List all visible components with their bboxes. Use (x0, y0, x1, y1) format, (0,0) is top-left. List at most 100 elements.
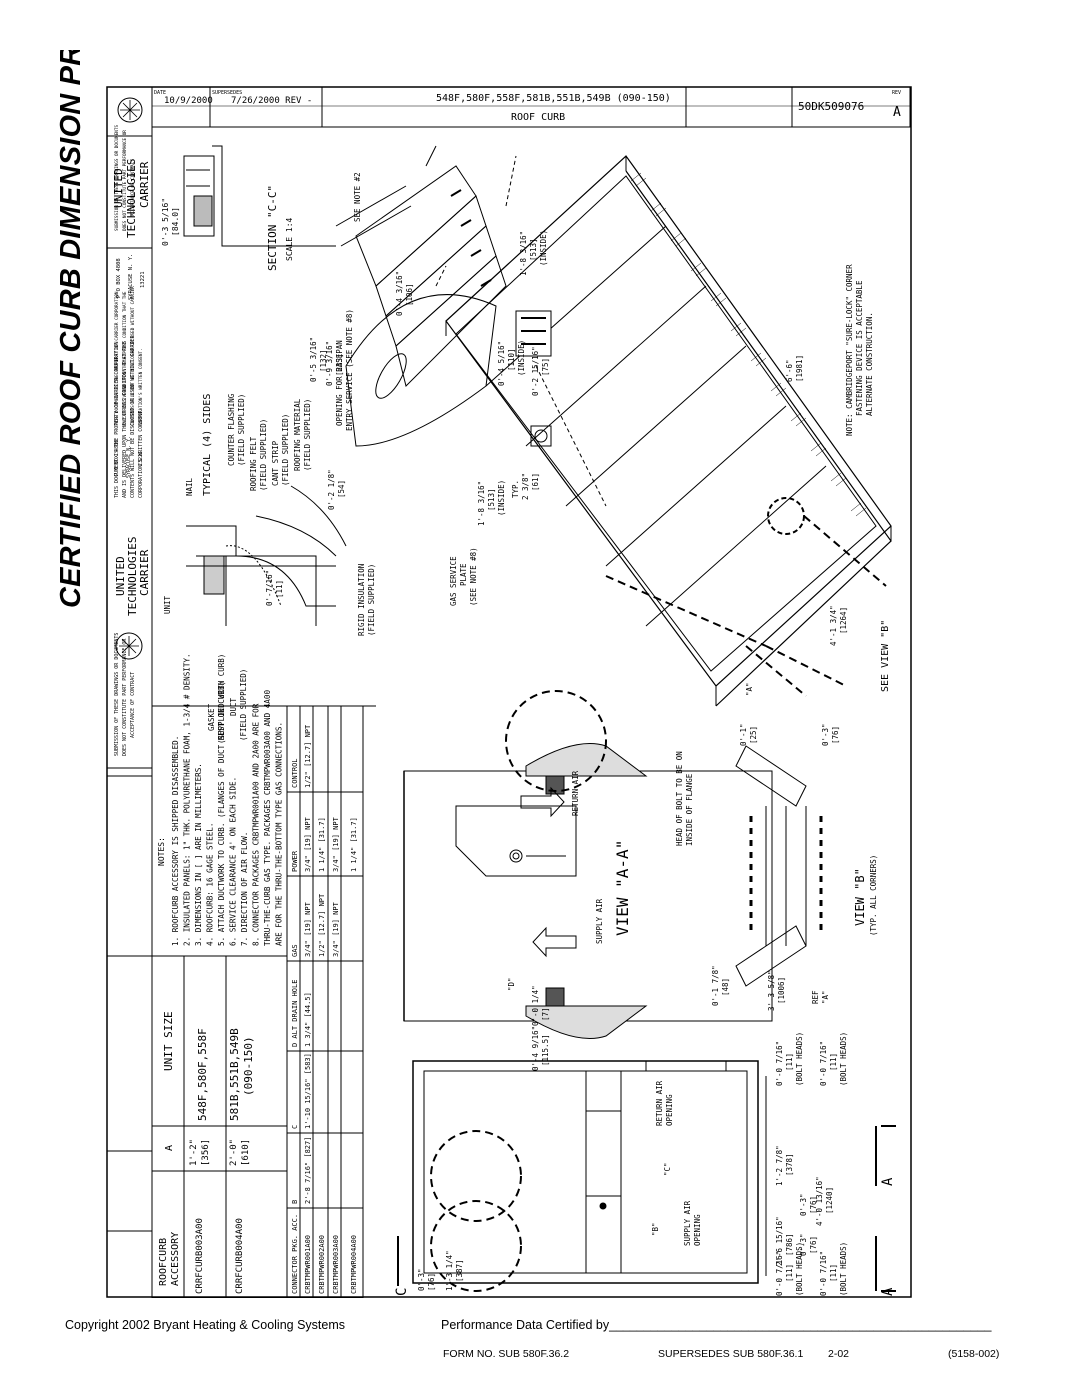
page-title: CERTIFIED ROOF CURB DIMENSION PRINT (46, 0, 106, 610)
gas-service-label: GAS SERVICE (449, 556, 458, 606)
dim-4-1-3-4-mm: [1264] (839, 607, 848, 634)
opening-basepan-2: ENTRY SERVICE (SEE NOTE #8) (345, 309, 354, 431)
counter-flashing-label: COUNTER FLASHING (227, 393, 236, 466)
connector-header: POWER (291, 850, 299, 872)
connector-cell: 2'-8 7/16" [827] (304, 1137, 312, 1204)
view-aa-dim-2-mm: [115.5] (541, 1034, 550, 1066)
curb-row-1-a: 1'-2" (189, 1139, 199, 1166)
title-strip (107, 775, 152, 1232)
section-cc-dim: 0'-3 5/16" (161, 198, 170, 246)
dim-0-7-16-mm: [11] (275, 580, 284, 598)
company-line-2: TECHNOLOGIES (126, 537, 139, 616)
company-name-1: UNITED (112, 168, 125, 208)
connector-cell: 1/2" [12.7] NPT (304, 724, 312, 788)
dim-1-8-3-16-b-inside: (INSIDE) (497, 480, 506, 516)
dim-2-3-8: 2 3/8" (521, 473, 530, 500)
plan-dim-0-0-7-16-b: 0'-0 7/16" (819, 1251, 828, 1296)
form-number: FORM NO. SUB 580F.36.2 (443, 1348, 570, 1360)
view-b-dim-2: 0'-3" (821, 723, 830, 746)
plan-bolt-dim-2: 0'-0 7/16" (819, 1041, 828, 1086)
dim-2-1-8: 0'-2 1/8" (327, 469, 336, 510)
legal-text-7: ACCEPTANCE OF CONTRACT (130, 672, 136, 738)
legal-line-5: SUBMISSION OF THESE DRAWINGS OR DOCUMENT… (114, 125, 120, 231)
plan-dim-0-3-c-mm: [76] (427, 1273, 436, 1291)
curb-row-2-a-mm: [610] (241, 1139, 251, 1166)
rigid-insulation-supplied: (FIELD SUPPLIED) (367, 564, 376, 636)
plan-a-mark-1: A (880, 1177, 896, 1186)
curb-isometric (435, 155, 892, 707)
dim-2-3-8-mm: [61] (531, 473, 540, 491)
plan-dim-0-3-b-mm: [76] (809, 1236, 818, 1254)
dim-6-6-mm: [1981] (795, 355, 804, 382)
supersedes-form: SUPERSEDES SUB 580F.36.1 (658, 1348, 804, 1360)
section-cc-dim-mm: [84.0] (171, 207, 180, 236)
view-aa-label: VIEW "A-A" (613, 840, 632, 936)
note-line: 3. DIMENSIONS IN [ ] ARE IN MILLIMETERS. (194, 763, 203, 946)
dim-6-6: 6'-6" (785, 359, 794, 382)
plan-bolt-heads-1: (BOLT HEADS) (795, 1032, 804, 1086)
curb-row-1-unit: 548F,580F,558F (196, 1028, 209, 1121)
connector-header: CONNECTOR PKG. ACC. (291, 1214, 299, 1294)
view-aa-return-air: RETURN AIR (571, 770, 580, 816)
connector-cell: CRBTMPWR004A00 (350, 1235, 358, 1294)
plan-bolt-dim-2-mm: [11] (829, 1053, 838, 1071)
dim-9-3-16-mm: [233] (335, 353, 344, 376)
view-b-head-2: INSIDE OF FLANGE (685, 773, 694, 846)
gasket-supplied: (SUPPLIED WITH CURB) (217, 654, 226, 744)
plan-view (397, 1060, 896, 1292)
legal-text-5: SUBMISSION OF THESE DRAWINGS OR DOCUMENT… (114, 633, 120, 756)
supersedes-label: SUPERSEDES (212, 90, 242, 96)
view-b-head-1: HEAD OF BOLT TO BE ON (675, 751, 684, 846)
plan-b-label: "B" (651, 1222, 660, 1236)
page-title-text: CERTIFIED ROOF CURB DIMENSION PRINT (55, 50, 87, 608)
legal-line-4: CORPORATION'S WRITTEN CONSENT. (138, 348, 144, 426)
curb-unit-range: (090-150) (242, 1036, 255, 1096)
section-cc-label: SECTION "C-C" (266, 185, 279, 271)
address-line-2: SYRACUSE N. Y. (126, 436, 132, 478)
plan-dim-3-3-5-8-mm: [1006] (777, 977, 786, 1004)
plan-supply-air-2: OPENING (693, 1214, 702, 1246)
connector-header: GAS (291, 944, 299, 957)
view-aa-supply-air: SUPPLY AIR (595, 898, 604, 944)
curb-row-1-acc: CRRFCURB003A00 (195, 1218, 205, 1294)
company-line-3: CARRIER (138, 549, 151, 596)
plan-c-mark-1: C (394, 1288, 410, 1296)
see-note-2: SEE NOTE #2 (353, 172, 362, 222)
note-line: 1. ROOFCURB ACCESSORY IS SHIPPED DISASSE… (171, 736, 180, 946)
drawing-number: 50DK509076 (798, 100, 864, 113)
connector-cell: 3/4" [19] NPT (304, 901, 312, 957)
view-b-dim-1-mm: [25] (749, 726, 758, 744)
plan-a-mark-2: A (880, 1287, 896, 1296)
rev-value: A (893, 105, 901, 120)
view-aa-dim-2: 0'-4 9/16" (531, 1026, 540, 1071)
rigid-insulation-label: RIGID INSULATION (357, 564, 366, 636)
view-aa-dim-1: 0'-0 1/4" (531, 985, 540, 1026)
see-view-b-label: SEE VIEW "B" (880, 620, 891, 692)
dim-0-7-16: 0'-7/16" (265, 570, 274, 606)
dim-5-3-16: 0'-5 3/16" (309, 337, 318, 382)
view-b-dim-1: 0'-1" (739, 723, 748, 746)
company-name-3: CARRIER (138, 161, 151, 208)
connector-cell: 1 3/4" [44.5] (304, 992, 312, 1047)
section-cc-detail: SECTION "C-C" SCALE 1:4 0'-3 5/16" [84.0… (161, 145, 336, 271)
notes-heading: NOTES: (157, 837, 166, 866)
plan-dim-0-3-a: 0'-3" (799, 1193, 808, 1216)
cambridgeport-note-3: ALTERNATE CONSTRUCTION. (865, 312, 874, 416)
legal-text-6: DOES NOT CONSTITUTE PART PERFORMANCE OR (122, 638, 128, 756)
note-line: 4. ROOFCURB: 16 GAGE STEEL. (206, 823, 215, 946)
connector-cell: 3/4" [19] NPT (332, 816, 340, 872)
connector-table: CONNECTOR PKG. ACC.BCD ALT DRAIN HOLEGAS… (286, 705, 364, 1299)
dim-1-8-3-16-b: 1'-8 3/16" (477, 481, 486, 526)
plan-dim-0-3-c: 0'-3" (417, 1268, 426, 1291)
address-1: P O BOX 4808 (116, 258, 122, 298)
copyright-text: Copyright 2002 Bryant Heating & Cooling … (65, 1318, 346, 1332)
supersedes-value: 7/26/2000 REV - (231, 96, 312, 106)
footer-date: 2-02 (828, 1348, 850, 1360)
date-label: DATE (154, 90, 166, 96)
dim-4-5-16: 0'-4 5/16" (497, 341, 506, 386)
view-b-a: "A" (821, 990, 830, 1004)
address-2: SYRACUSE N. Y. (128, 254, 134, 300)
gasket-label: GASKET (207, 703, 216, 731)
plan-bolt-heads-3: (BOLT HEADS) (795, 1242, 804, 1296)
curb-table: ROOFCURB ACCESSORY A UNIT SIZE CRRFCURB0… (151, 955, 288, 1299)
